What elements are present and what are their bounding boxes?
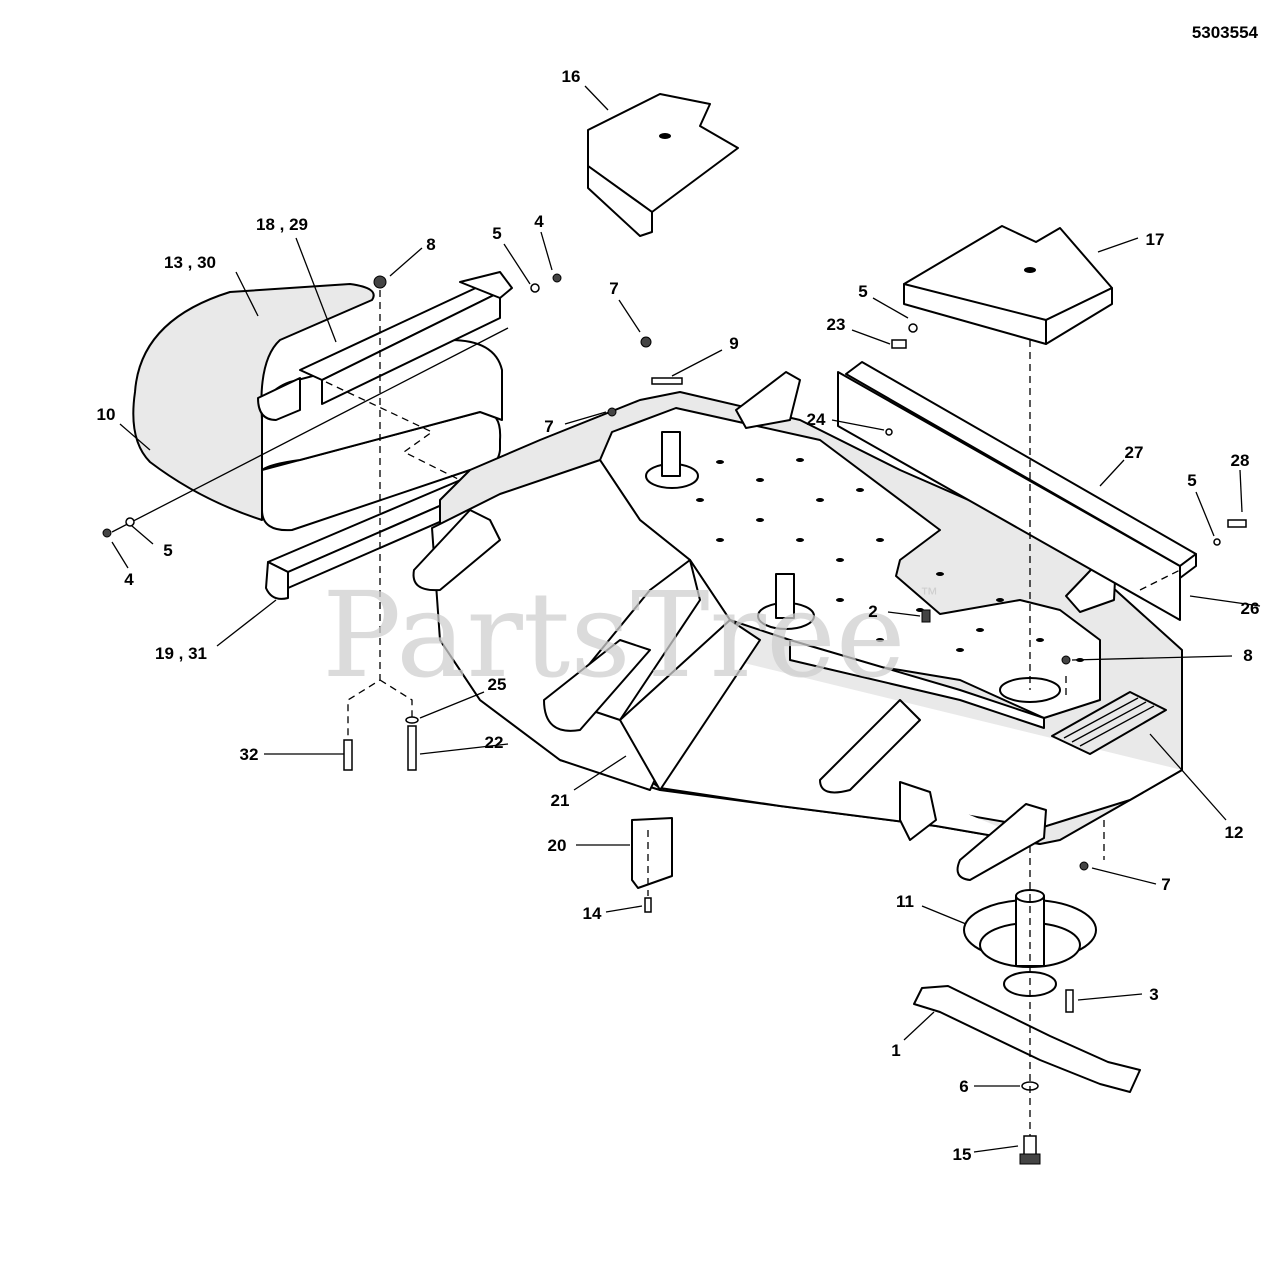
callout-11: 11 (896, 892, 914, 911)
bolt-15 (1023, 1135, 1037, 1157)
callout-13-30: 13 , 30 (164, 253, 216, 272)
callout-12: 12 (1225, 823, 1244, 842)
mower-deck (412, 371, 1183, 881)
callout-7-mid: 7 (544, 417, 553, 436)
callout-10: 10 (97, 405, 116, 424)
leader-lines (111, 85, 1261, 1153)
callout-16: 16 (562, 67, 581, 86)
callout-18-29: 18 , 29 (256, 215, 308, 234)
watermark: PartsTree (322, 566, 906, 704)
callout-8-right: 8 (1243, 646, 1252, 665)
callout-5-top: 5 (492, 224, 501, 243)
callout-4-left: 4 (124, 570, 134, 589)
callout-19-31: 19 , 31 (155, 644, 207, 663)
spindle-cover-17 (903, 225, 1113, 345)
callout-17: 17 (1146, 230, 1165, 249)
deck-holes (696, 458, 1084, 662)
callout-23: 23 (827, 315, 846, 334)
bracket-20 (631, 817, 673, 889)
callout-5-right-top: 5 (858, 282, 867, 301)
callout-5-left: 5 (163, 541, 172, 560)
callout-2: 2 (868, 602, 877, 621)
callout-3: 3 (1149, 985, 1158, 1004)
callout-22: 22 (485, 733, 504, 752)
callout-20: 20 (548, 836, 567, 855)
callout-6: 6 (959, 1077, 968, 1096)
callout-5-right: 5 (1187, 471, 1196, 490)
deflector-13-30 (132, 283, 503, 532)
callout-4-top: 4 (534, 212, 544, 231)
callout-26: 26 (1241, 599, 1260, 618)
bracket-18-29 (257, 271, 513, 421)
document-number: 5303554 (1192, 23, 1259, 42)
callout-25: 25 (488, 675, 507, 694)
callout-7-bottom: 7 (1161, 875, 1170, 894)
callout-15: 15 (953, 1145, 972, 1164)
baffle-26-27 (837, 361, 1197, 621)
blade-1 (913, 985, 1141, 1093)
callout-8-top: 8 (426, 235, 435, 254)
callout-32: 32 (240, 745, 259, 764)
callout-1: 1 (891, 1041, 900, 1060)
callout-21: 21 (551, 791, 570, 810)
rod-10 (111, 327, 509, 533)
step-pad-12 (1051, 691, 1167, 755)
callout-9: 9 (729, 334, 738, 353)
callout-7-top: 7 (609, 279, 618, 298)
callout-24: 24 (807, 410, 826, 429)
callout-14: 14 (583, 904, 602, 923)
callout-28: 28 (1231, 451, 1250, 470)
callout-labels: 16 17 13 , 30 18 , 29 8 5 4 7 9 7 10 5 4… (97, 67, 1260, 1164)
callout-27: 27 (1125, 443, 1144, 462)
shield-16 (587, 93, 739, 237)
watermark-trademark: ™ (920, 584, 938, 604)
